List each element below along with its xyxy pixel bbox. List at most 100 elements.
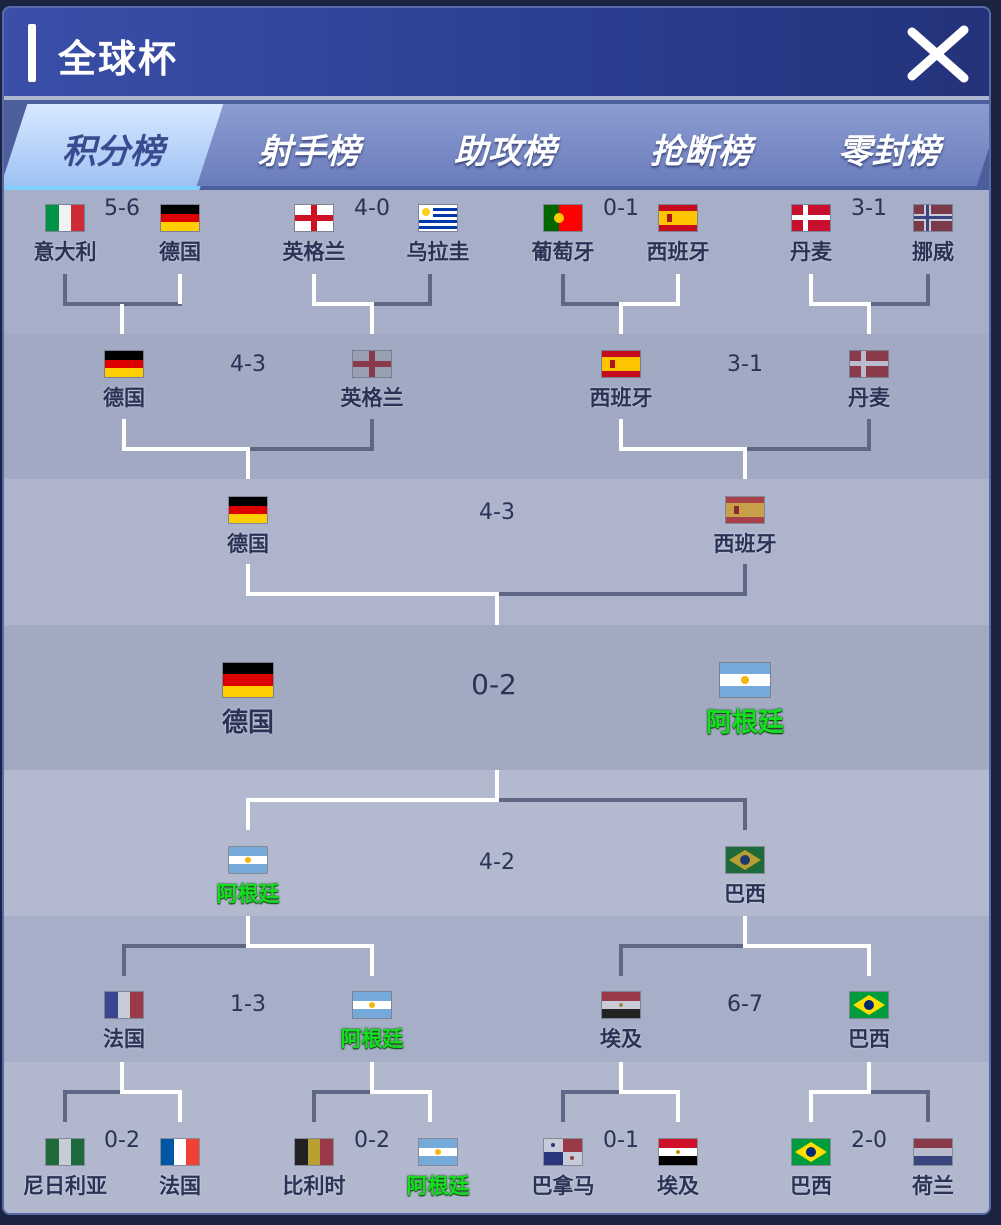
team-spain[interactable]: 西班牙: [695, 496, 795, 558]
team-egypt[interactable]: 埃及: [571, 991, 671, 1053]
team-england[interactable]: 英格兰: [322, 350, 422, 412]
close-button[interactable]: [906, 24, 970, 84]
team-brazil[interactable]: 巴西: [761, 1138, 861, 1200]
tab-bar: 积分榜 射手榜 助攻榜 抢断榜 零封榜: [4, 100, 989, 190]
match-score: 6-7: [727, 992, 763, 1017]
team-name: 阿根廷: [216, 882, 280, 906]
team-argentina[interactable]: 阿根廷: [198, 846, 298, 908]
team-argentina[interactable]: 阿根廷: [322, 991, 422, 1053]
team-spain[interactable]: 西班牙: [628, 204, 728, 266]
tab-assists[interactable]: 助攻榜: [392, 104, 620, 186]
team-name: 尼日利亚: [23, 1174, 107, 1198]
flag-egypt-icon: [658, 1138, 698, 1166]
team-germany-final[interactable]: 德国: [188, 662, 308, 739]
team-name: 阿根廷: [705, 708, 784, 738]
match-score: 0-1: [603, 196, 639, 221]
tab-scorers[interactable]: 射手榜: [196, 104, 424, 186]
team-france[interactable]: 法国: [74, 991, 174, 1053]
team-argentina-final[interactable]: 阿根廷: [685, 662, 805, 739]
flag-germany-icon: [104, 350, 144, 378]
team-panama[interactable]: 巴拿马: [513, 1138, 613, 1200]
flag-france-icon: [160, 1138, 200, 1166]
match-score: 5-6: [104, 196, 140, 221]
tab-label: 积分榜: [61, 132, 164, 172]
team-germany[interactable]: 德国: [198, 496, 298, 558]
match-score: 4-3: [479, 500, 515, 525]
team-brazil[interactable]: 巴西: [819, 991, 919, 1053]
match-score: 1-3: [230, 992, 266, 1017]
team-england[interactable]: 英格兰: [264, 204, 364, 266]
team-name: 巴西: [724, 882, 766, 906]
team-netherlands[interactable]: 荷兰: [883, 1138, 983, 1200]
team-name: 英格兰: [282, 240, 346, 264]
team-name: 德国: [103, 386, 145, 410]
team-name: 荷兰: [912, 1174, 954, 1198]
team-germany[interactable]: 德国: [140, 204, 220, 266]
team-france[interactable]: 法国: [140, 1138, 220, 1200]
team-name: 埃及: [657, 1174, 699, 1198]
match-score: 3-1: [727, 352, 763, 377]
match-score: 4-2: [479, 850, 515, 875]
flag-brazil-icon: [791, 1138, 831, 1166]
flag-argentina-icon: [719, 662, 771, 698]
page-title: 全球杯: [58, 37, 179, 81]
flag-germany-icon: [222, 662, 274, 698]
team-name: 比利时: [282, 1174, 346, 1198]
team-name: 葡萄牙: [531, 240, 595, 264]
team-norway[interactable]: 挪威: [883, 204, 983, 266]
tab-label: 零封榜: [837, 132, 940, 172]
flag-netherlands-icon: [913, 1138, 953, 1166]
flag-argentina-icon: [352, 991, 392, 1019]
tab-clean-sheets[interactable]: 零封榜: [776, 104, 989, 186]
team-portugal[interactable]: 葡萄牙: [513, 204, 613, 266]
flag-denmark-icon: [791, 204, 831, 232]
flag-norway-icon: [913, 204, 953, 232]
flag-argentina-icon: [418, 1138, 458, 1166]
flag-spain-icon: [725, 496, 765, 524]
team-nigeria[interactable]: 尼日利亚: [6, 1138, 124, 1200]
team-italy[interactable]: 意大利: [15, 204, 115, 266]
flag-portugal-icon: [543, 204, 583, 232]
flag-germany-icon: [228, 496, 268, 524]
band-final: [4, 625, 989, 770]
flag-england-icon: [352, 350, 392, 378]
team-belgium[interactable]: 比利时: [264, 1138, 364, 1200]
flag-spain-icon: [601, 350, 641, 378]
team-name: 西班牙: [713, 532, 777, 556]
flag-argentina-icon: [228, 846, 268, 874]
match-score: 0-2: [104, 1128, 140, 1153]
team-argentina[interactable]: 阿根廷: [388, 1138, 488, 1200]
team-name: 乌拉圭: [406, 240, 470, 264]
team-denmark[interactable]: 丹麦: [761, 204, 861, 266]
team-name: 德国: [227, 532, 269, 556]
team-germany[interactable]: 德国: [74, 350, 174, 412]
flag-france-icon: [104, 991, 144, 1019]
team-name: 阿根廷: [406, 1174, 470, 1198]
flag-england-icon: [294, 204, 334, 232]
team-name: 巴西: [790, 1174, 832, 1198]
team-denmark[interactable]: 丹麦: [819, 350, 919, 412]
flag-italy-icon: [45, 204, 85, 232]
team-name: 巴拿马: [531, 1174, 595, 1198]
team-name: 英格兰: [340, 386, 404, 410]
match-score: 3-1: [851, 196, 887, 221]
team-egypt[interactable]: 埃及: [628, 1138, 728, 1200]
close-icon: [907, 25, 969, 83]
flag-panama-icon: [543, 1138, 583, 1166]
title-accent-bar: [28, 24, 36, 82]
team-uruguay[interactable]: 乌拉圭: [388, 204, 488, 266]
final-score: 0-2: [471, 668, 517, 701]
tab-standings[interactable]: 积分榜: [4, 104, 228, 186]
team-spain[interactable]: 西班牙: [571, 350, 671, 412]
tab-label: 射手榜: [257, 132, 360, 172]
team-name: 德国: [221, 708, 274, 738]
team-name: 埃及: [600, 1027, 642, 1051]
flag-nigeria-icon: [45, 1138, 85, 1166]
flag-spain-icon: [658, 204, 698, 232]
tab-label: 助攻榜: [453, 132, 556, 172]
match-score: 4-0: [354, 196, 390, 221]
team-brazil[interactable]: 巴西: [695, 846, 795, 908]
team-name: 阿根廷: [340, 1027, 404, 1051]
flag-denmark-icon: [849, 350, 889, 378]
